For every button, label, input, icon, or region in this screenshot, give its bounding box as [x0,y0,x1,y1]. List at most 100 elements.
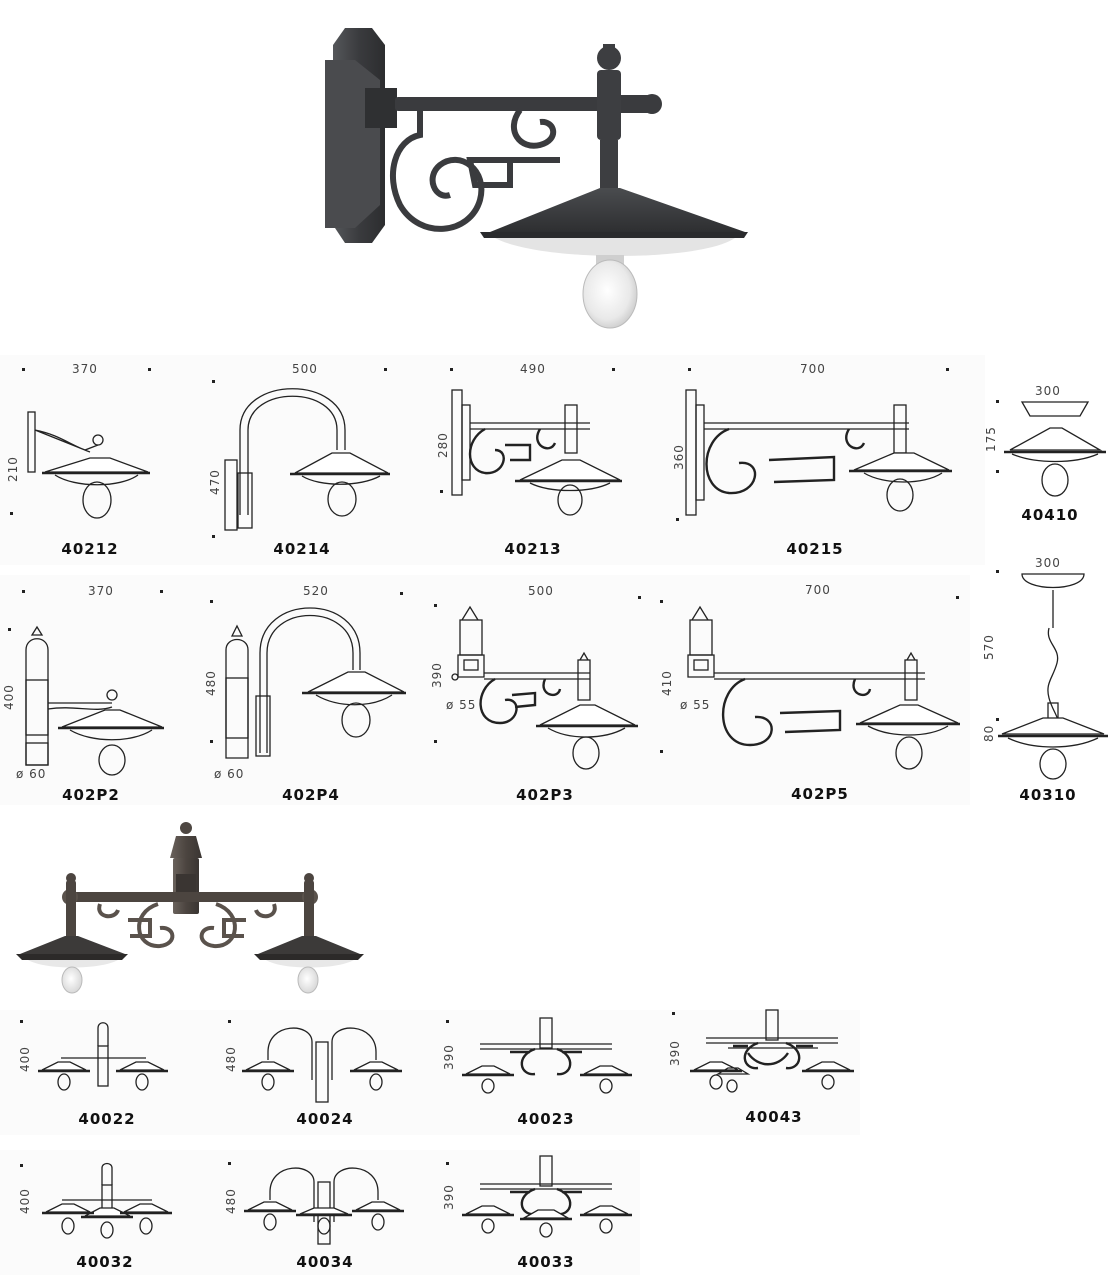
drawing-40213 [451,389,622,516]
height-label: 390 [442,1184,456,1210]
dim-marker [672,1012,675,1015]
drawing-402P5 [687,605,960,770]
model-code: 40034 [296,1253,354,1271]
dim-marker [440,490,443,493]
model-code: 40215 [786,540,844,558]
height-label: 80 [982,724,996,742]
model-code: 40212 [61,540,119,558]
drawing-row-1 [0,355,985,565]
height-label: 390 [430,662,444,688]
dim-marker [996,400,999,403]
height-label: 210 [6,456,20,482]
height-label: 410 [660,670,674,696]
model-code: 40213 [504,540,562,558]
drawing-402P3 [451,605,638,770]
dim-marker [10,512,13,515]
dim-marker [148,368,151,371]
dim-marker [676,518,679,521]
dim-marker [228,1020,231,1023]
width-label: 370 [88,584,114,598]
dim-marker [160,590,163,593]
drawing-40033 [462,1155,632,1238]
dim-marker [20,1020,23,1023]
diameter-label: ø 60 [214,767,245,781]
model-code: 40024 [296,1110,354,1128]
width-label: 500 [528,584,554,598]
drawing-40310 [998,573,1108,780]
model-code: 402P5 [791,785,849,803]
dim-marker [8,628,11,631]
model-code: 40023 [517,1110,575,1128]
dim-marker [450,368,453,371]
double-lantern-photo [16,822,364,994]
diameter-label: ø 60 [16,767,47,781]
dim-marker [688,368,691,371]
height-label: 390 [668,1040,682,1066]
model-code: 402P3 [516,786,574,804]
height-label: 400 [18,1188,32,1214]
width-label: 300 [1035,556,1061,570]
model-code: 40032 [76,1253,134,1271]
height-label: 570 [982,634,996,660]
model-code: 40043 [745,1108,803,1126]
drawing-402P4 [225,607,406,759]
dim-marker [946,368,949,371]
dim-marker [612,368,615,371]
width-label: 500 [292,362,318,376]
height-label: 390 [442,1044,456,1070]
dim-marker [22,368,25,371]
diameter-label: ø 55 [680,698,711,712]
dim-marker [22,590,25,593]
model-code: 40214 [273,540,331,558]
height-label: 400 [2,684,16,710]
model-code: 40410 [1021,506,1079,524]
model-code: 402P2 [62,786,120,804]
height-label: 400 [18,1046,32,1072]
dim-marker [996,718,999,721]
model-code: 402P4 [282,786,340,804]
width-label: 490 [520,362,546,376]
drawing-40032 [42,1162,172,1239]
dim-marker [210,600,213,603]
dim-marker [638,596,641,599]
dim-marker [996,470,999,473]
dim-marker [384,368,387,371]
dim-marker [228,1162,231,1165]
dim-marker [446,1020,449,1023]
dim-marker [660,750,663,753]
dim-marker [212,380,215,383]
drawing-40022 [38,1022,168,1091]
width-label: 300 [1035,384,1061,398]
width-label: 370 [72,362,98,376]
drawing-40215 [685,389,952,516]
height-label: 175 [984,426,998,452]
width-label: 700 [800,362,826,376]
wall-lantern-photo [325,28,748,329]
drawing-row-3 [0,1010,860,1135]
dim-marker [996,570,999,573]
drawing-40212 [27,411,150,519]
model-code: 40022 [78,1110,136,1128]
height-label: 480 [204,670,218,696]
drawing-40214 [224,388,390,531]
height-label: 280 [436,432,450,458]
dim-marker [446,1162,449,1165]
dim-marker [660,600,663,603]
dim-marker [20,1164,23,1167]
drawing-402P2 [25,625,164,776]
width-label: 700 [805,583,831,597]
height-label: 480 [224,1188,238,1214]
drawing-40410 [1004,401,1106,497]
drawing-40024 [242,1027,402,1103]
dim-marker [210,740,213,743]
model-code: 40310 [1019,786,1077,804]
drawing-40043 [690,1009,854,1093]
dim-marker [434,604,437,607]
drawing-40034 [244,1167,404,1245]
height-label: 480 [224,1046,238,1072]
width-label: 520 [303,584,329,598]
drawing-40023 [462,1017,632,1094]
dim-marker [400,592,403,595]
dim-marker [434,740,437,743]
dim-marker [956,596,959,599]
